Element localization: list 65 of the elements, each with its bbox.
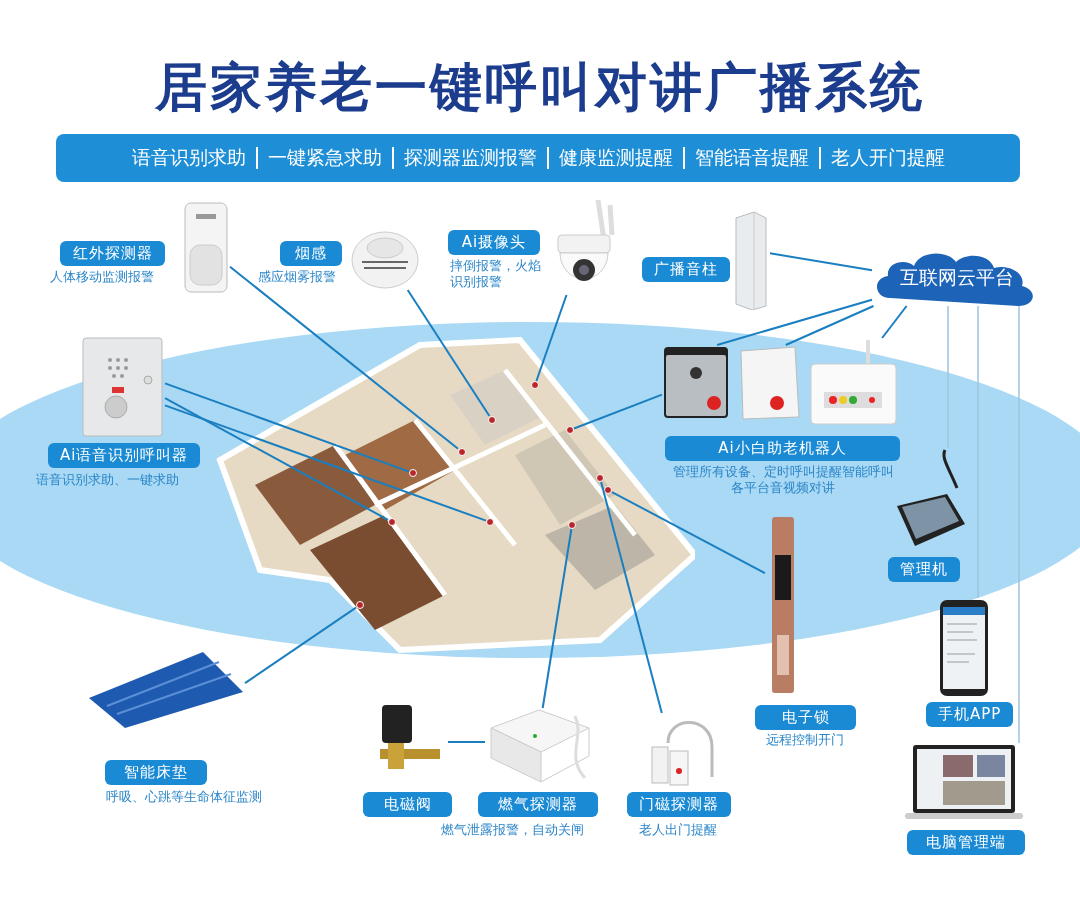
- location-dot: [568, 521, 576, 529]
- connector-line: [769, 252, 873, 272]
- feature-label: 一键紧急求助: [266, 145, 383, 170]
- device-label: Ai小白助老机器人: [665, 436, 900, 461]
- device-label: 广播音柱: [642, 257, 730, 282]
- device-label: 管理机: [888, 557, 960, 582]
- location-dot: [566, 426, 574, 434]
- connector-line: [535, 294, 568, 382]
- feature-label: 探测器监测报警: [402, 145, 538, 170]
- intercom-panel-drawing: [80, 335, 165, 440]
- device-label: 智能床垫: [105, 760, 207, 785]
- feature-label: 智能语音提醒: [693, 145, 810, 170]
- connector-line: [406, 289, 491, 417]
- device-label: 门磁探测器: [627, 792, 731, 817]
- device-label: 电脑管理端: [907, 830, 1025, 855]
- location-dot: [488, 416, 496, 424]
- location-dot: [388, 518, 396, 526]
- location-dot: [356, 601, 364, 609]
- device-label: 红外探测器: [60, 241, 165, 266]
- connector-line: [881, 305, 908, 339]
- motion-sensor-drawing: [182, 200, 230, 295]
- device-caption: 呼吸、心跳等生命体征监测: [106, 789, 263, 805]
- device-caption: 燃气泄露报警，自动关闸: [440, 822, 585, 838]
- device-label: 燃气探测器: [478, 792, 598, 817]
- location-dot: [604, 486, 612, 494]
- connector-line: [784, 305, 875, 346]
- connector-line: [164, 404, 487, 522]
- location-dot: [596, 474, 604, 482]
- device-caption: 感应烟雾报警: [258, 269, 337, 285]
- connector-line: [977, 305, 979, 599]
- device-caption: 管理所有设备、定时呼叫提醒智能呼叫各平台音视频对讲: [671, 464, 895, 496]
- connector-line: [244, 606, 357, 685]
- connector-line: [600, 481, 663, 714]
- connector-line: [1018, 305, 1020, 744]
- connector-line: [229, 265, 459, 450]
- control-box-drawing: [808, 338, 898, 426]
- location-dot: [531, 381, 539, 389]
- connector-line: [164, 397, 389, 521]
- device-label: 烟感: [280, 241, 342, 266]
- location-dot: [409, 469, 417, 477]
- device-label: 手机APP: [926, 702, 1014, 727]
- connector-line: [573, 393, 663, 430]
- device-label: 电磁阀: [363, 792, 452, 817]
- device-label: 电子锁: [755, 705, 856, 730]
- connector-line: [947, 305, 949, 449]
- device-caption: 语音识别求助、一键求助: [36, 472, 180, 488]
- location-dot: [458, 448, 466, 456]
- feature-label: 老人开门提醒: [829, 145, 946, 170]
- device-caption: 摔倒报警，火焰识别报警: [450, 258, 542, 290]
- location-dot: [486, 518, 494, 526]
- device-caption: 远程控制开门: [765, 732, 845, 748]
- connector-line: [447, 741, 486, 743]
- connector-line: [164, 382, 410, 473]
- feature-label: 健康监测提醒: [557, 145, 674, 170]
- device-caption: 人体移动监测报警: [50, 269, 155, 285]
- connector-line: [541, 528, 573, 709]
- connector-line: [716, 298, 873, 346]
- device-caption: 老人出门提醒: [638, 822, 718, 838]
- device-label: Ai语音识别呼叫器: [48, 443, 201, 468]
- device-label: Ai摄像头: [448, 230, 540, 255]
- title: 居家养老一键呼叫对讲广播系统: [153, 56, 926, 119]
- alarm-box-drawing: [737, 345, 800, 420]
- door-panel-drawing: [662, 345, 730, 420]
- connector-line: [611, 491, 766, 575]
- feature-label: 语音识别求助: [130, 145, 247, 170]
